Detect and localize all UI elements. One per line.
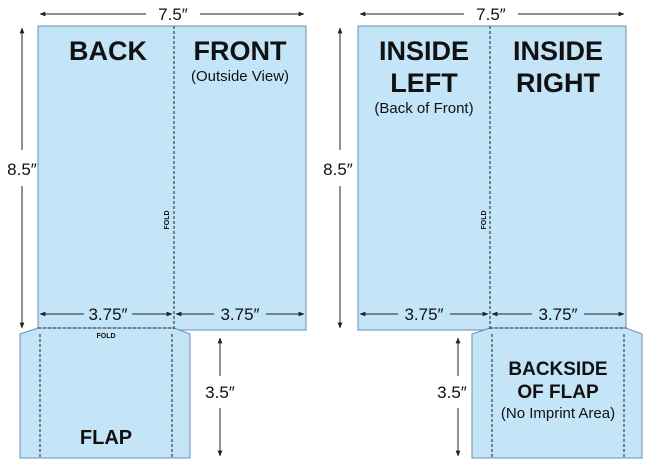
front-panel-sublabel: (Outside View) <box>191 68 289 85</box>
inside-right-label-line2: RIGHT <box>516 68 601 98</box>
outside-main-panel <box>37 25 307 331</box>
inside-half-left-label: 3.75″ <box>404 305 443 324</box>
outside-width-label: 7.5″ <box>158 5 188 24</box>
inside-width-label: 7.5″ <box>476 5 506 24</box>
outside-fold-vertical-label: FOLD <box>164 210 171 229</box>
backside-flap-label-line1: BACKSIDE <box>508 359 607 380</box>
outside-flap-height-label: 3.5″ <box>205 383 235 402</box>
inside-left-sublabel: (Back of Front) <box>374 100 473 117</box>
inside-left-label-line1: INSIDE <box>379 36 469 66</box>
outside-fold-horizontal-label: FOLD <box>96 333 115 340</box>
inside-flap-height-label: 3.5″ <box>437 383 467 402</box>
outside-height-label: 8.5″ <box>7 160 37 179</box>
flap-label: FLAP <box>80 427 132 449</box>
back-panel-label: BACK <box>69 36 147 66</box>
front-panel-label: FRONT <box>194 36 287 66</box>
inside-view-diagram: 7.5″ 8.5″ INSIDE LEFT (Back of Front) IN… <box>323 5 643 459</box>
backside-flap-label-line2: OF FLAP <box>517 382 599 403</box>
outside-view-diagram: 7.5″ 8.5″ BACK FRONT (Outside View) FOLD… <box>7 5 307 459</box>
inside-main-panel <box>357 25 627 331</box>
inside-left-label-line2: LEFT <box>390 68 458 98</box>
outside-half-left-label: 3.75″ <box>88 305 127 324</box>
inside-fold-vertical-label: FOLD <box>481 210 488 229</box>
inside-right-label-line1: INSIDE <box>513 36 603 66</box>
backside-flap-sublabel: (No Imprint Area) <box>501 405 615 422</box>
inside-half-right-label: 3.75″ <box>538 305 577 324</box>
inside-height-label: 8.5″ <box>323 160 353 179</box>
outside-half-right-label: 3.75″ <box>220 305 259 324</box>
